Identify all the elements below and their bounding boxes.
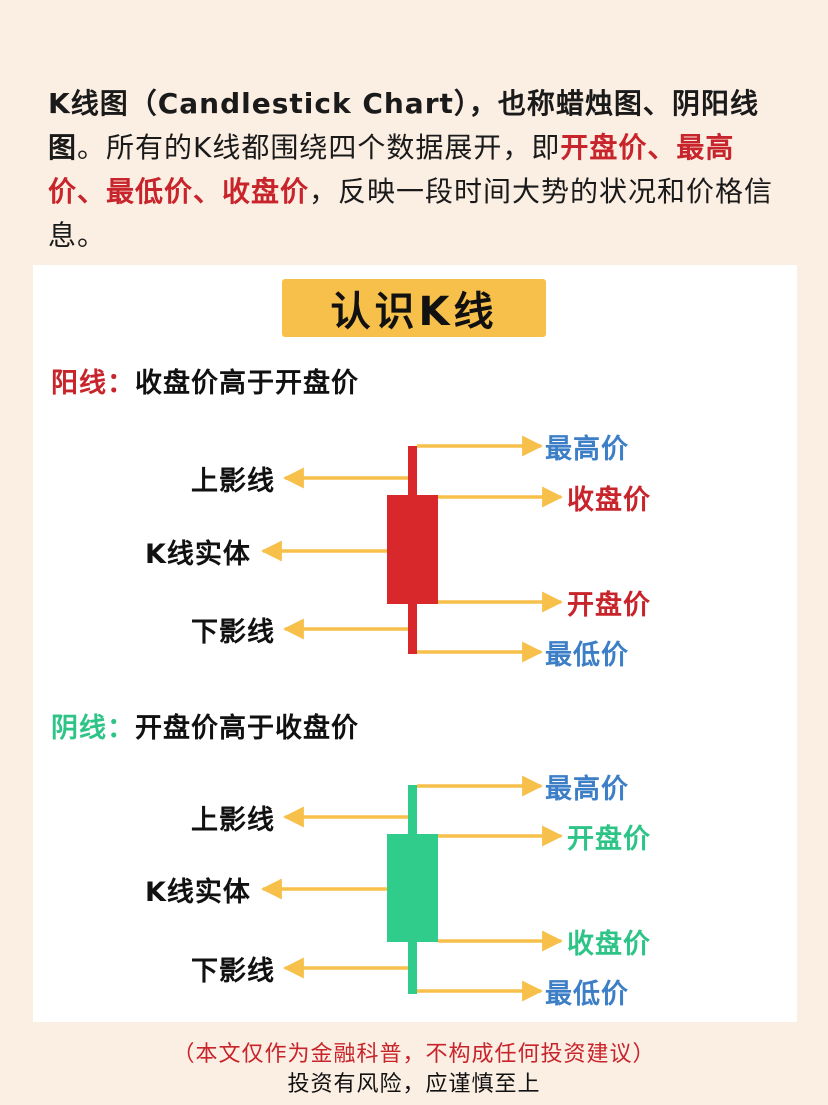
candlestick-diagram [260, 435, 564, 1002]
card-title: 认识K线 [282, 279, 546, 337]
yang-label-high: 最高价 [545, 434, 629, 465]
intro-text-4: ，反映一段时间大势的状况和价格信息。 [48, 175, 774, 252]
yang-label-body: K线实体 [145, 539, 251, 570]
yang-heading-label: 阳线： [51, 368, 135, 399]
yin-heading: 阴线：开盘价高于收盘价 [51, 706, 359, 745]
intro-paragraph: K线图（Candlestick Chart），也称蜡烛图、阴阳线图。所有的K线都… [48, 82, 788, 258]
intro-bold-yinyang: 阴阳线图 [48, 87, 759, 164]
yang-heading: 阳线：收盘价高于开盘价 [51, 361, 359, 400]
yang-label-lower-shadow: 下影线 [191, 617, 275, 648]
yin-heading-label: 阴线： [51, 713, 135, 744]
yin-label-high: 最高价 [545, 774, 629, 805]
yang-label-upper-shadow: 上影线 [191, 466, 275, 497]
intro-text-1: K线图（Candlestick Chart），也称 [48, 87, 556, 120]
diagram-card: 认识K线 阳线：收盘价高于开盘价 阴线：开盘价高于收盘价 [33, 265, 797, 1022]
intro-text-3: 。所有的K线都围绕四个数据展开，即 [77, 131, 561, 164]
intro-bold-candle: 蜡烛图 [555, 87, 643, 120]
yang-label-open: 开盘价 [567, 590, 651, 621]
yin-label-open: 开盘价 [567, 824, 651, 855]
yin-label-close: 收盘价 [567, 929, 651, 960]
yang-label-close: 收盘价 [567, 485, 651, 516]
disclaimer-text: （本文仅作为金融科普，不构成任何投资建议） [172, 1042, 656, 1067]
yin-label-low: 最低价 [545, 979, 629, 1010]
yin-label-lower-shadow: 下影线 [191, 956, 275, 987]
yang-label-low: 最低价 [545, 640, 629, 671]
yin-label-upper-shadow: 上影线 [191, 805, 275, 836]
yang-body [387, 495, 438, 604]
yin-heading-text: 开盘价高于收盘价 [135, 713, 359, 744]
intro-four-prices: 开盘价、最高价、最低价、收盘价 [48, 131, 735, 208]
risk-warning-text: 投资有风险，应谨慎至上 [287, 1072, 541, 1097]
yin-label-body: K线实体 [145, 877, 251, 908]
intro-text-2: 、 [642, 87, 672, 120]
yin-body [387, 834, 438, 942]
yang-heading-text: 收盘价高于开盘价 [135, 368, 359, 399]
